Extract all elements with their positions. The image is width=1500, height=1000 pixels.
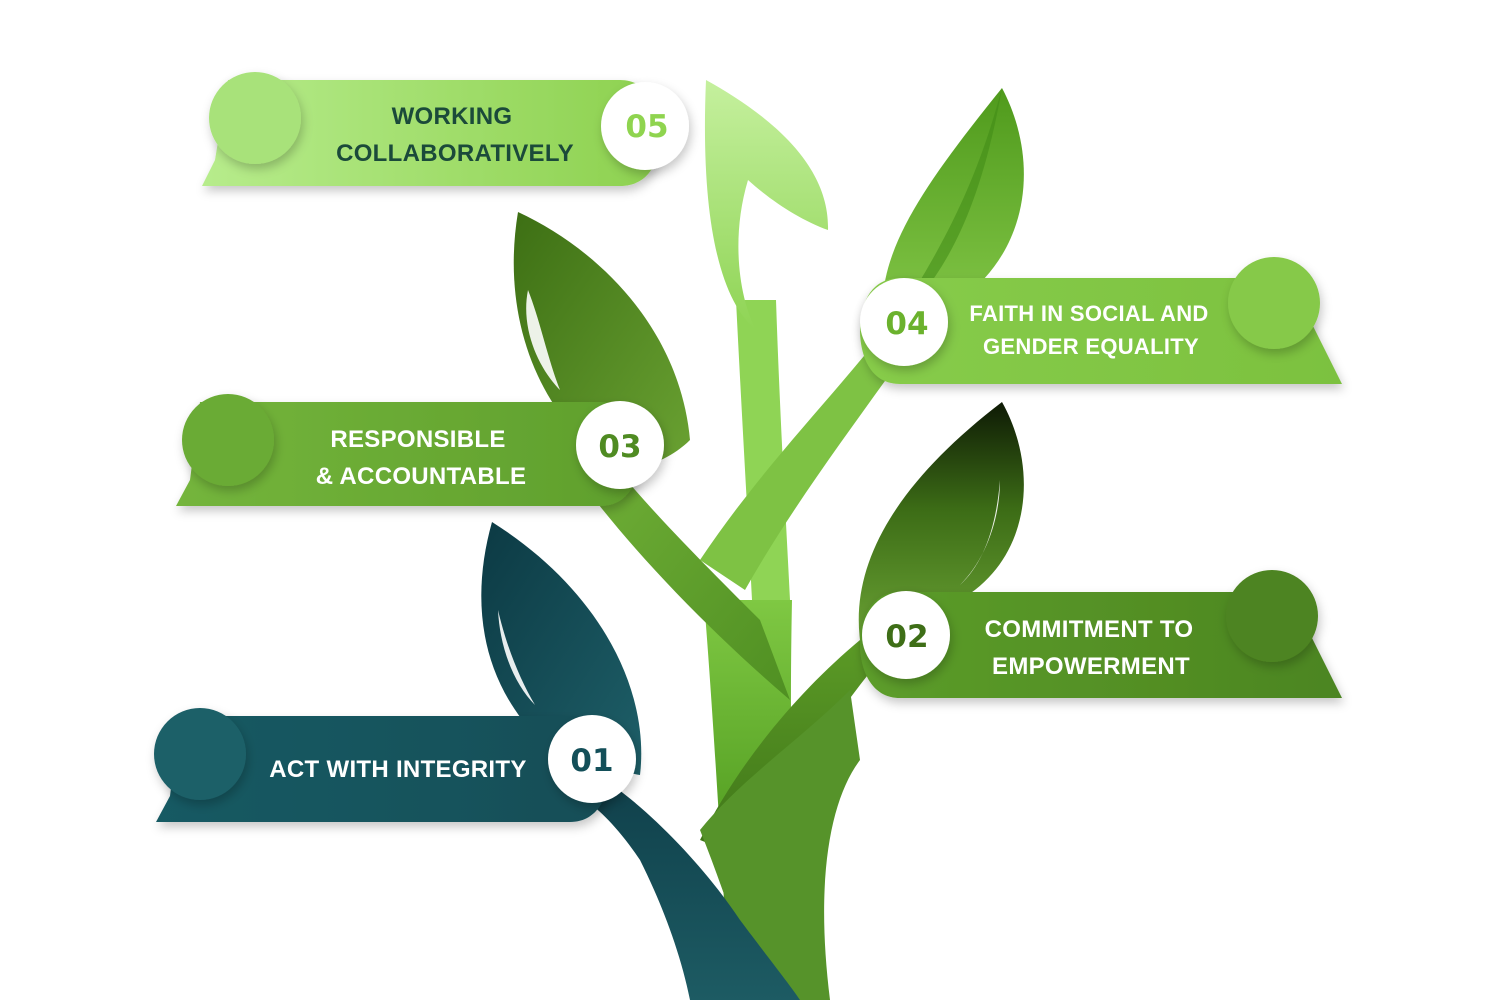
bullet-circle-03 xyxy=(182,394,274,486)
label-05-line1: WORKING xyxy=(392,103,513,130)
number-badge-02 xyxy=(862,591,950,679)
number-badge-05 xyxy=(601,82,689,170)
label-03-line2: & ACCOUNTABLE xyxy=(316,463,527,490)
value-02: 02 COMMITMENT TO EMPOWERMENT xyxy=(860,570,1342,698)
leaf-01 xyxy=(481,522,642,775)
number-05: 05 xyxy=(625,109,668,145)
number-04: 04 xyxy=(885,306,928,342)
leaf-05 xyxy=(704,80,829,330)
value-01: 01 ACT WITH INTEGRITY xyxy=(154,708,636,822)
label-bar-02 xyxy=(860,592,1342,698)
value-04: 04 FAITH IN SOCIAL AND GENDER EQUALITY xyxy=(860,257,1342,384)
value-03: 03 RESPONSIBLE & ACCOUNTABLE xyxy=(176,394,664,506)
leaf-03-highlight xyxy=(526,290,560,390)
bullet-circle-01 xyxy=(154,708,246,800)
branch-03 xyxy=(595,460,790,700)
label-02-line1: COMMITMENT TO xyxy=(985,616,1194,643)
bullet-circle-05 xyxy=(209,72,301,164)
label-05-line2: COLLABORATIVELY xyxy=(336,140,574,167)
number-02: 02 xyxy=(885,619,928,655)
bullet-circle-02 xyxy=(1226,570,1318,662)
number-badge-01 xyxy=(548,715,636,803)
label-bar-05 xyxy=(202,80,660,186)
label-bar-01 xyxy=(156,716,610,822)
bullet-circle-04 xyxy=(1228,257,1320,349)
label-04-line2: GENDER EQUALITY xyxy=(983,334,1199,359)
branch-04 xyxy=(700,330,900,590)
label-03-line1: RESPONSIBLE xyxy=(330,426,505,453)
label-01-line1: ACT WITH INTEGRITY xyxy=(269,756,526,783)
label-04-line1: FAITH IN SOCIAL AND xyxy=(969,301,1208,326)
leaf-02 xyxy=(858,402,1024,640)
number-03: 03 xyxy=(598,429,641,465)
number-badge-03 xyxy=(576,401,664,489)
number-01: 01 xyxy=(570,743,613,779)
label-bar-03 xyxy=(176,402,640,506)
label-02-line2: EMPOWERMENT xyxy=(992,653,1190,680)
value-05: 05 WORKING COLLABORATIVELY xyxy=(202,72,689,186)
number-badge-04 xyxy=(860,278,948,366)
label-bar-04 xyxy=(860,278,1342,384)
trunk-teal xyxy=(585,770,800,1000)
